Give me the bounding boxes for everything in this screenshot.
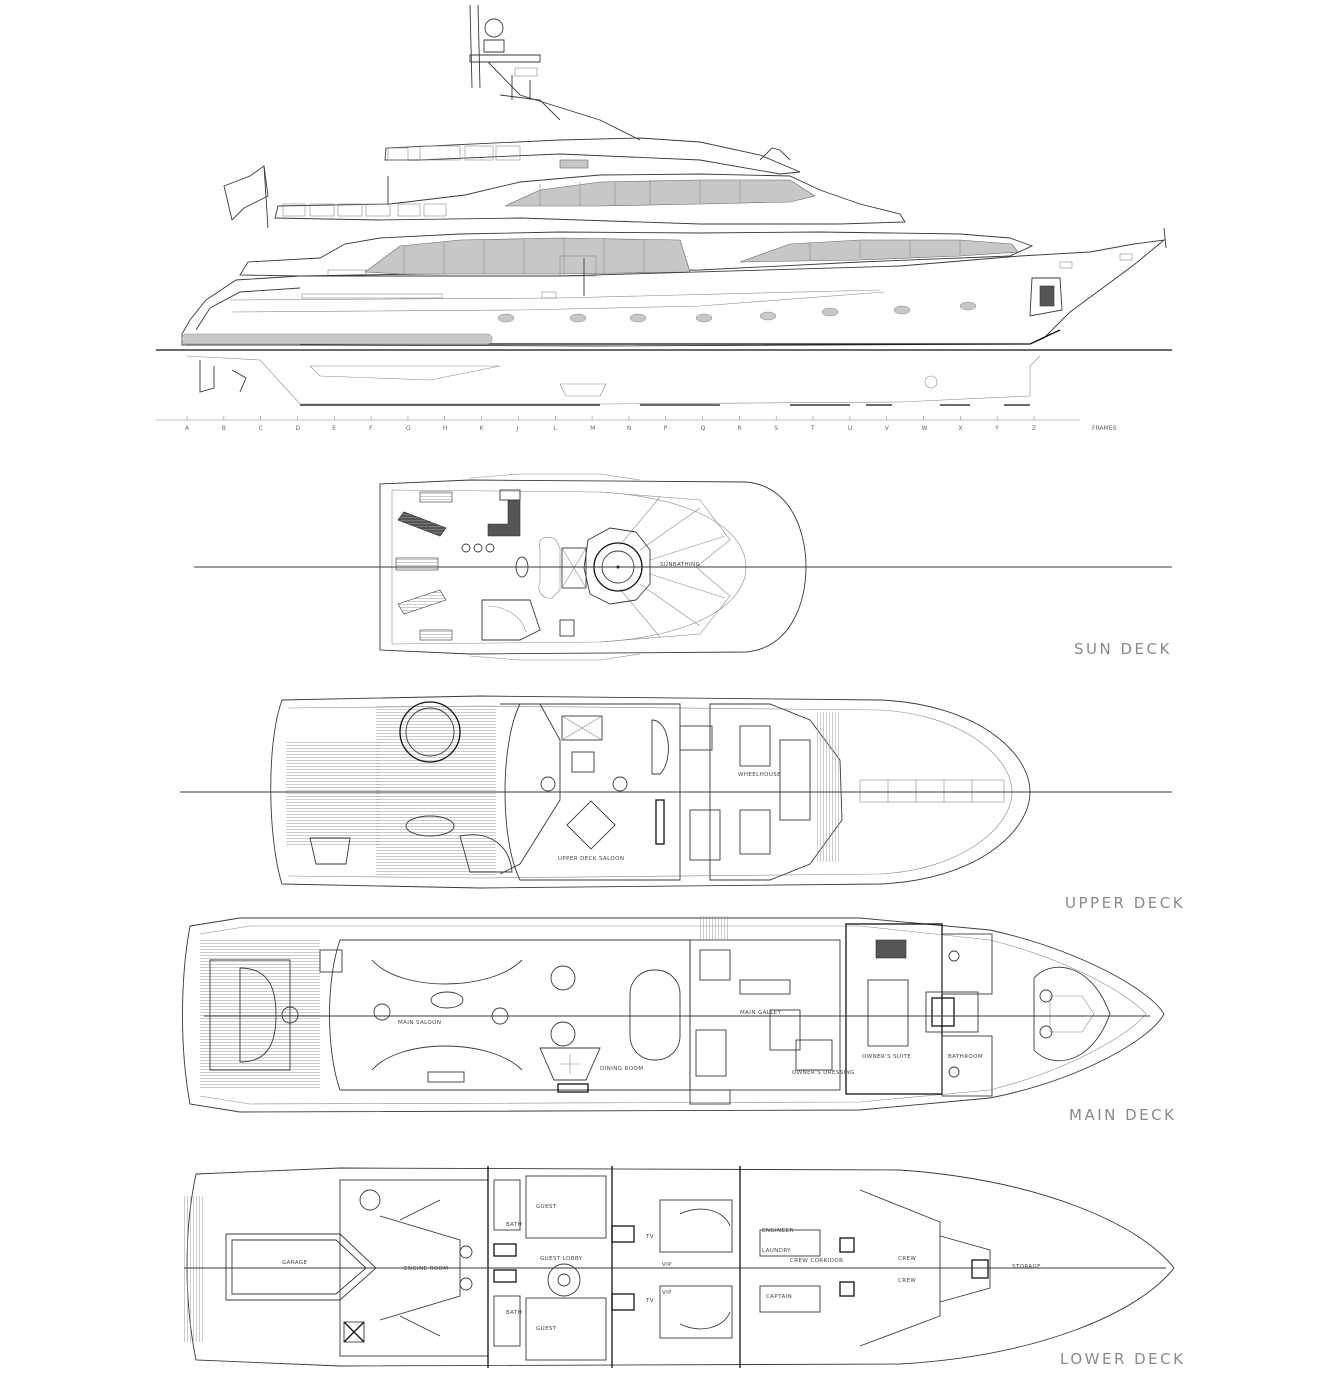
room-vip-bottom: VIP [662, 1290, 672, 1296]
lower-deck-plan: GARAGE ENGINE ROOM GUEST LOBBY GUEST GUE… [184, 1166, 1175, 1368]
room-laundry: LAUNDRY [762, 1248, 791, 1254]
ensign-flag [223, 165, 269, 221]
frame-letter: V [885, 425, 890, 432]
room-engineer: ENGINEER [762, 1228, 794, 1234]
lower-deck-title: LOWER DECK [1060, 1350, 1186, 1368]
hull-porthole [497, 313, 515, 323]
frames-label: FRAMES [1092, 425, 1116, 432]
frame-letter: H [443, 425, 448, 432]
upper-deck-title: UPPER DECK [1065, 894, 1186, 912]
room-crew-bottom: CREW [898, 1278, 916, 1284]
room-main-saloon: MAIN SALOON [398, 1020, 441, 1026]
frame-letter: S [774, 425, 778, 432]
upper-aft-table [399, 701, 461, 763]
frame-letter: E [332, 425, 336, 432]
frame-letter: C [259, 425, 263, 432]
room-bath-bottom: BATH [506, 1310, 522, 1316]
main-deck-title: MAIN DECK [1069, 1106, 1177, 1124]
frame-letter: X [958, 425, 962, 432]
hull-porthole [569, 313, 587, 323]
frame-scale: A B C D E F G H K J L M N P Q R S T U V W X Y Z FRAMES [156, 416, 1116, 432]
frame-letter: L [553, 425, 557, 432]
hull-porthole [759, 311, 777, 321]
room-bathroom: BATHROOM [948, 1054, 983, 1060]
frame-letter: R [737, 425, 741, 432]
room-storage: STORAGE [1012, 1264, 1041, 1270]
garage-tender [225, 1233, 377, 1301]
main-saloon-table [430, 991, 464, 1009]
jacuzzi [583, 527, 651, 605]
room-owners-suite: OWNER'S SUITE [862, 1054, 911, 1060]
room-engine-room: ENGINE ROOM [404, 1266, 448, 1272]
frame-letter: Z [1032, 425, 1036, 432]
room-guest-lobby: GUEST LOBBY [540, 1256, 583, 1262]
room-garage: GARAGE [282, 1260, 308, 1266]
frame-letter: N [627, 425, 632, 432]
profile-view: A B C D E F G H K J L M N P Q R S T U V W X Y Z FRAMES [156, 4, 1172, 432]
frame-letter: P [664, 425, 668, 432]
room-tv-bottom: TV [645, 1298, 654, 1304]
radar-mast [469, 4, 641, 141]
frame-letter: K [480, 425, 485, 432]
frame-letter: T [810, 425, 815, 432]
room-upper-deck-saloon: UPPER DECK SALOON [558, 856, 624, 862]
superstructure [239, 137, 1034, 296]
sun-deck-title: SUN DECK [1074, 640, 1172, 658]
frame-letter: D [295, 425, 300, 432]
room-guest-bottom: GUEST [536, 1326, 557, 1332]
frame-letter: Y [994, 425, 999, 432]
room-vip-top: VIP [662, 1262, 672, 1268]
hull-porthole [821, 307, 839, 317]
sun-deck-plan: SUNBATHING [194, 473, 1172, 661]
room-sunbathing: SUNBATHING [660, 562, 700, 568]
sun-loungers [395, 491, 453, 641]
frame-letter: J [515, 425, 518, 432]
room-wheelhouse: WHEELHOUSE [738, 772, 781, 778]
frame-letter: B [222, 425, 226, 432]
frame-letter: Q [701, 425, 706, 432]
main-deck-plan: MAIN SALOON DINING ROOM MAIN GALLEY OWNE… [182, 916, 1165, 1113]
frame-letter: M [590, 425, 595, 432]
upper-deck-plan: WHEELHOUSE UPPER DECK SALOON [180, 695, 1172, 889]
hull-porthole [959, 301, 977, 311]
room-owners-dressing: OWNER'S DRESSING [792, 1070, 855, 1076]
room-main-galley: MAIN GALLEY [740, 1010, 782, 1016]
room-guest-top: GUEST [536, 1204, 557, 1210]
room-dining-room: DINING ROOM [600, 1066, 643, 1072]
room-crew-top: CREW [898, 1256, 916, 1262]
frame-letter: U [848, 425, 852, 432]
hull [156, 227, 1172, 406]
room-captain: CAPTAIN [766, 1294, 792, 1300]
room-crew-corridor: CREW CORRIDOR [790, 1258, 843, 1264]
frame-letter: F [369, 425, 373, 432]
hull-porthole [893, 305, 911, 315]
frame-letter: W [922, 425, 928, 432]
frame-letter: G [406, 425, 411, 432]
hull-porthole [695, 313, 713, 323]
frame-letter: A [185, 425, 190, 432]
dining-table [629, 969, 681, 1061]
hull-porthole [629, 313, 647, 323]
room-tv-top: TV [645, 1234, 654, 1240]
room-bath-top: BATH [506, 1222, 522, 1228]
